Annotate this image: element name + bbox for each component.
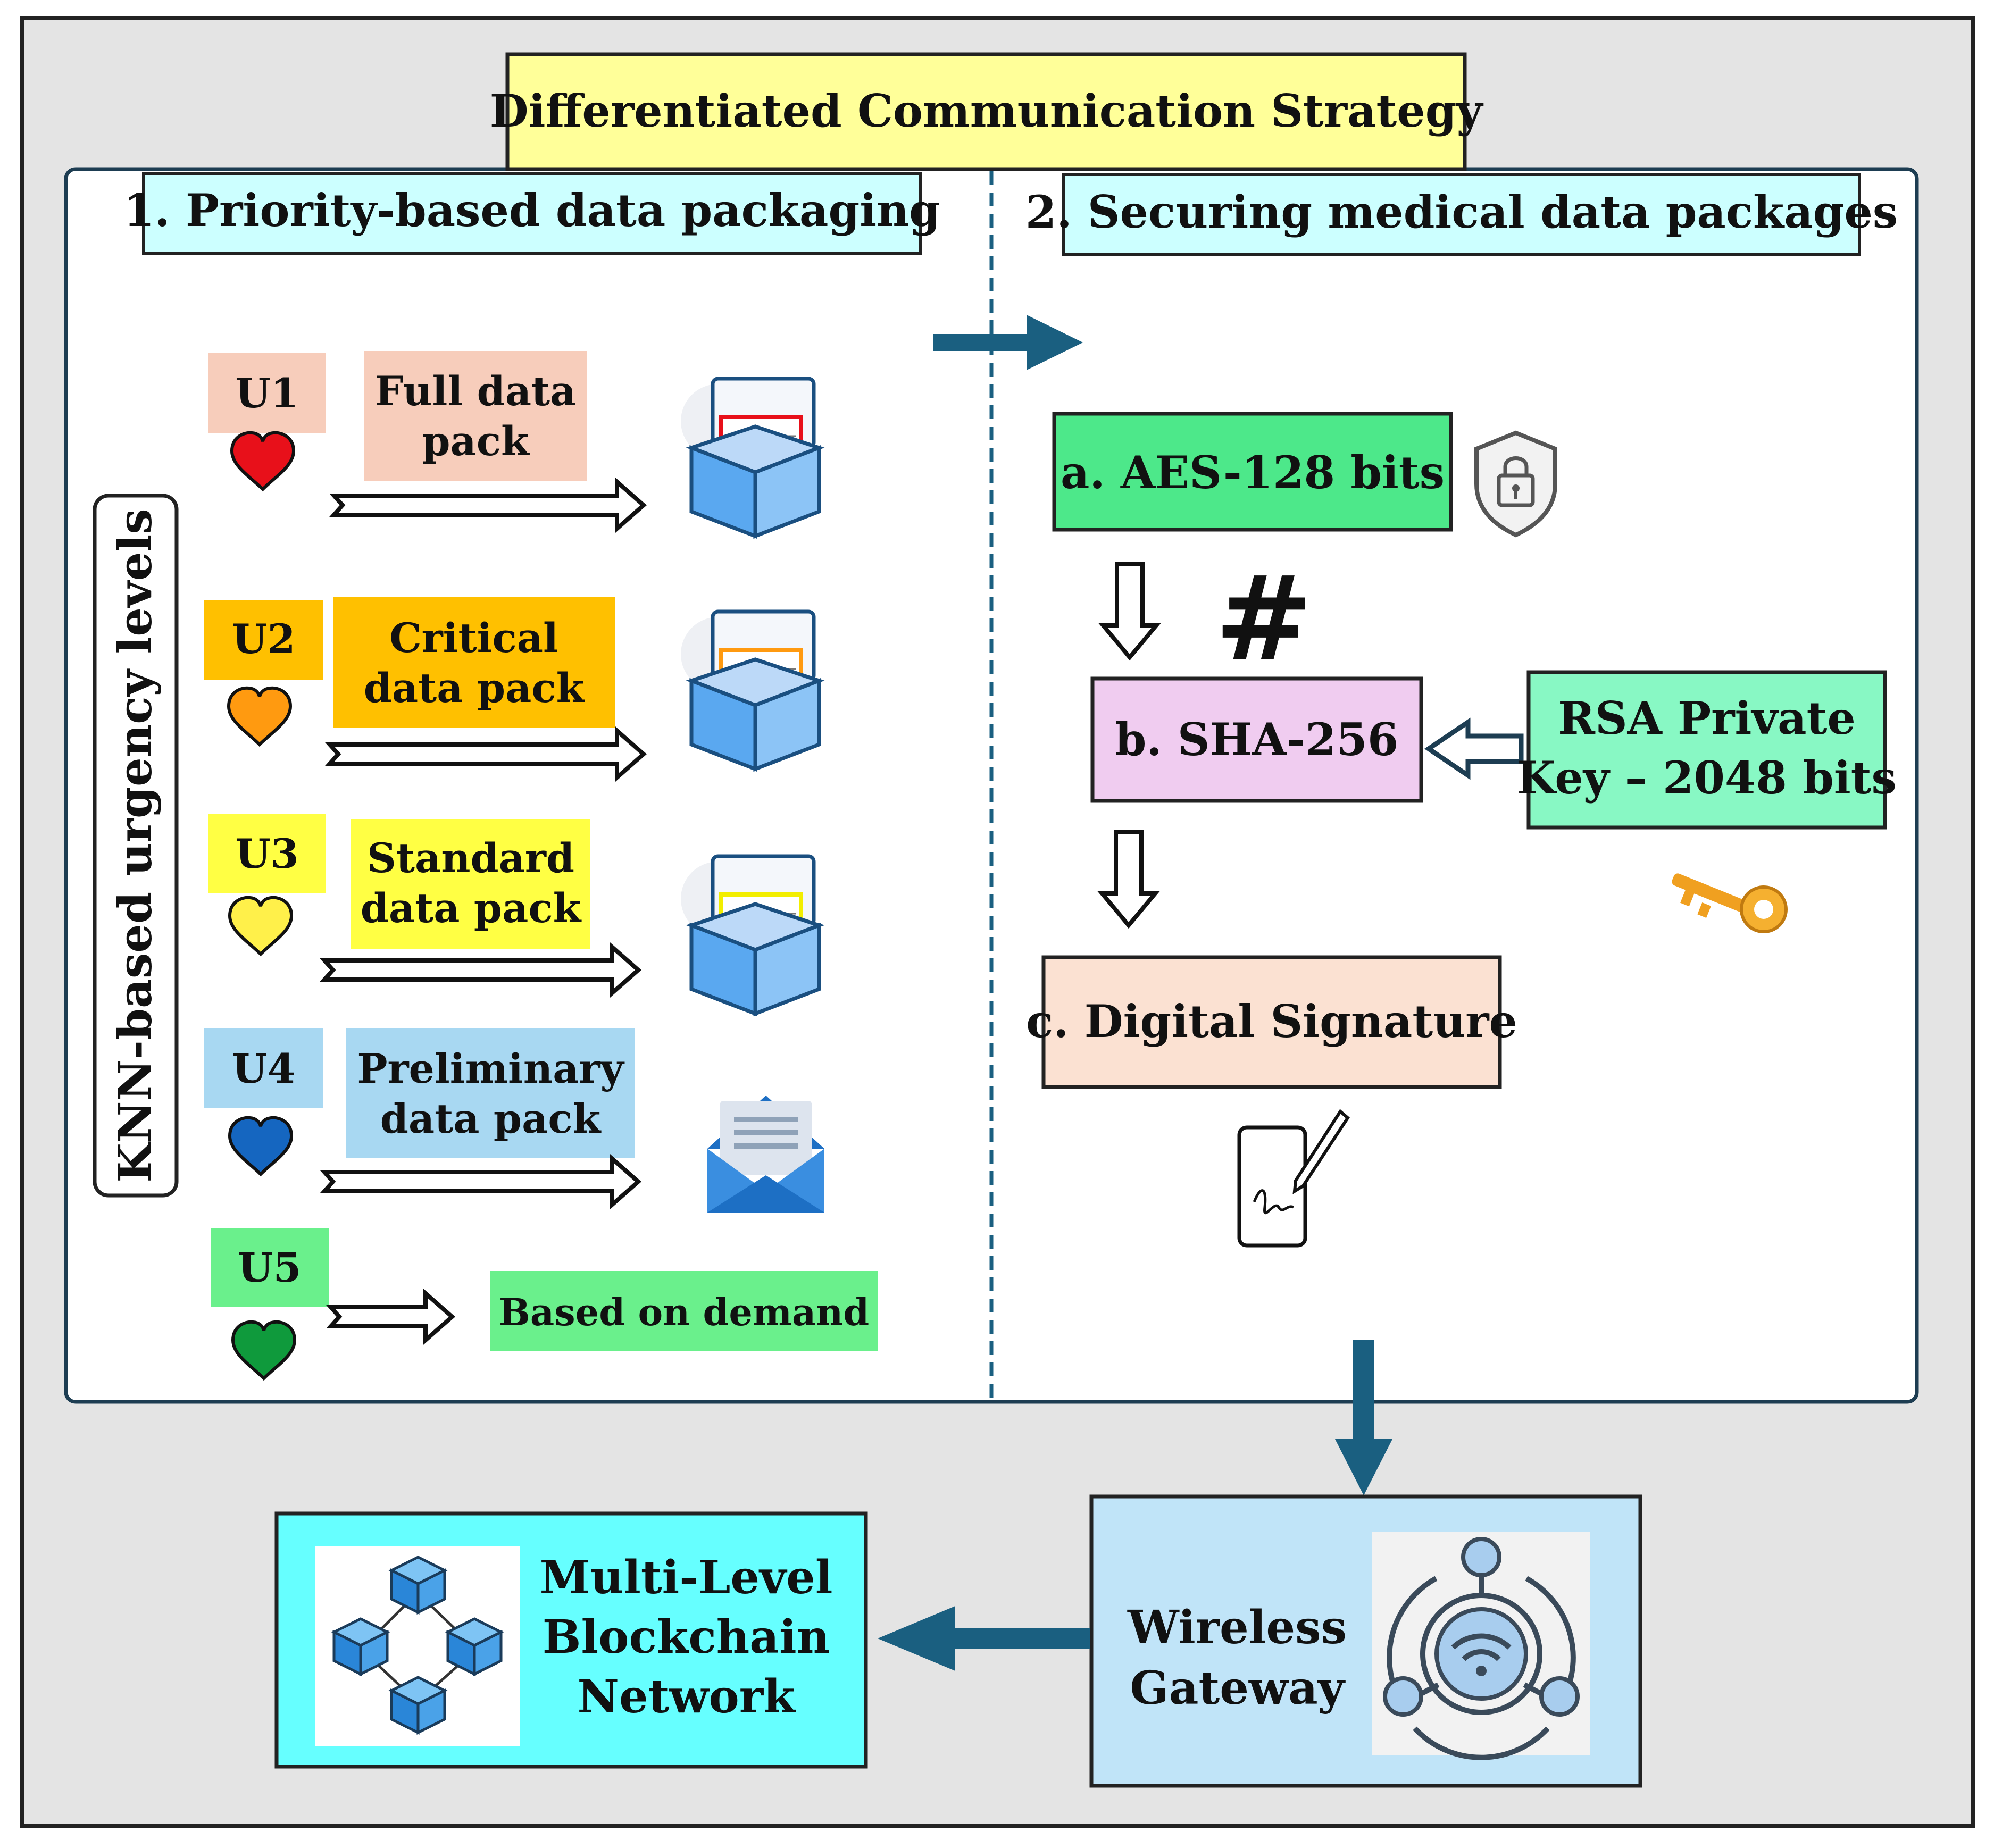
blockchain-label-line3: Network xyxy=(577,1670,796,1724)
pack-box xyxy=(333,597,615,728)
sha-label: b. SHA-256 xyxy=(1115,713,1399,766)
level-code: U4 xyxy=(232,1045,295,1092)
aes-box xyxy=(1052,412,1453,532)
level-u2: U2 Critical data pack xyxy=(204,597,825,782)
pack-label-line2: data pack xyxy=(380,1095,602,1142)
level-code-box xyxy=(204,600,323,680)
gateway-label-line1: Wireless xyxy=(1127,1601,1347,1654)
down-arrow-aes-sha xyxy=(1098,562,1161,661)
left-arrow-to-blockchain xyxy=(878,1606,1090,1671)
level-code: U1 xyxy=(235,370,298,417)
pack-label: Based on demand xyxy=(499,1290,869,1334)
double-arrow xyxy=(325,726,647,782)
diagram-title: Differentiated Communication Strategy xyxy=(490,85,1484,137)
left-arrow-rsa-sha xyxy=(1424,717,1524,780)
level-code: U5 xyxy=(238,1244,301,1291)
box-icon xyxy=(681,854,825,1017)
double-arrow xyxy=(320,1153,642,1210)
section-flow-arrow xyxy=(933,315,1083,370)
pack-label-line2: data pack xyxy=(361,884,582,932)
heart-icon xyxy=(230,431,296,492)
pack-label-line2: data pack xyxy=(364,664,585,712)
rsa-label-line1: RSA Private xyxy=(1558,692,1856,745)
blockchain-cubes-icon xyxy=(315,1546,520,1746)
envelope-icon xyxy=(707,1096,824,1213)
pack-label-line1: Standard xyxy=(367,834,574,882)
signature-box xyxy=(1041,955,1502,1089)
level-u3: U3 Standard data pack xyxy=(208,814,825,1017)
aes-label: a. AES-128 bits xyxy=(1061,446,1445,499)
heart-icon xyxy=(231,1320,297,1381)
wireless-hub-icon xyxy=(1372,1532,1590,1760)
section1-heading-box xyxy=(142,172,922,255)
box-icon xyxy=(681,377,825,539)
pack-label-line1: Critical xyxy=(389,614,558,662)
level-code-box xyxy=(208,814,326,893)
pack-label-line1: Preliminary xyxy=(357,1045,624,1092)
hash-symbol: # xyxy=(1215,549,1313,687)
gateway-label-line2: Gateway xyxy=(1130,1661,1346,1715)
side-label: KNN-based urgency levels xyxy=(109,508,162,1182)
section2-heading: 2. Securing medical data packages xyxy=(1025,186,1898,238)
box-icon xyxy=(681,609,825,772)
level-u1: U1 Full data pack xyxy=(208,351,825,539)
level-code-box xyxy=(208,353,326,433)
level-code: U2 xyxy=(232,615,295,663)
key-icon xyxy=(1672,873,1788,933)
double-arrow xyxy=(320,942,642,998)
rsa-box xyxy=(1526,670,1887,830)
heart-icon xyxy=(228,1116,294,1177)
title-box xyxy=(505,52,1467,171)
side-label-box xyxy=(93,494,179,1198)
blockchain-label-line1: Multi-Level xyxy=(539,1551,832,1604)
section1-heading: 1. Priority-based data packaging xyxy=(123,184,940,237)
level-code-box xyxy=(204,1028,323,1108)
pack-label-line2: pack xyxy=(422,417,530,465)
pack-label-line1: Full data xyxy=(375,367,577,415)
down-arrow-to-gateway xyxy=(1335,1340,1392,1495)
pack-box xyxy=(346,1028,635,1158)
level-u5: U5 Based on demand xyxy=(211,1228,878,1381)
pack-box xyxy=(364,351,587,481)
signature-label: c. Digital Signature xyxy=(1026,995,1517,1048)
level-code-box xyxy=(211,1228,329,1307)
shield-lock-icon xyxy=(1474,430,1557,538)
level-u4: U4 Preliminary data pack xyxy=(204,1028,824,1213)
signature-pen-icon xyxy=(1237,1109,1350,1248)
double-arrow xyxy=(326,1289,456,1345)
sha-box xyxy=(1090,676,1423,803)
section2-heading-box xyxy=(1062,173,1861,256)
rsa-label-line2: Key – 2048 bits xyxy=(1517,751,1897,804)
pack-box xyxy=(490,1271,878,1351)
double-arrow xyxy=(329,477,647,533)
heart-icon xyxy=(227,686,293,747)
blockchain-label-line2: Blockchain xyxy=(543,1610,830,1664)
heart-icon xyxy=(228,896,294,957)
level-code: U3 xyxy=(235,830,298,877)
down-arrow-sha-signature xyxy=(1097,830,1160,929)
pack-box xyxy=(351,819,590,949)
